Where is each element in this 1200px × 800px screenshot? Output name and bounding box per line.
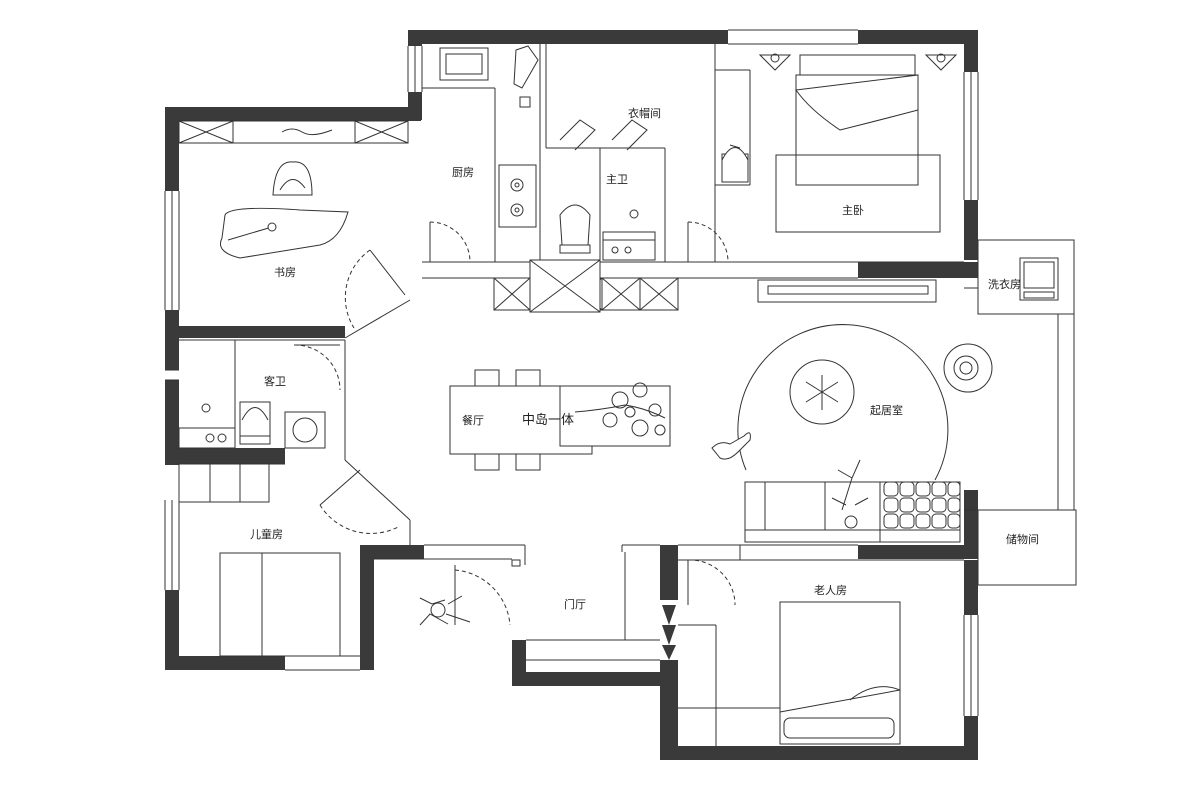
- person-icon: [831, 459, 869, 529]
- label-study: 书房: [274, 266, 296, 279]
- interior-partitions: [164, 29, 1077, 716]
- label-master-bath: 主卫: [606, 173, 628, 186]
- label-island: 中岛一体: [522, 412, 574, 428]
- round-rug-icon: [943, 343, 993, 393]
- dining-furniture: [449, 369, 671, 471]
- label-laundry: 洗衣房: [988, 277, 1021, 291]
- kids-room-furniture: [178, 463, 341, 657]
- label-living: 起居室: [870, 403, 903, 417]
- label-storage: 储物间: [1006, 532, 1039, 546]
- closet-bath-furniture: [559, 119, 656, 261]
- doors: [293, 221, 736, 626]
- room-labels: 书房 厨房 衣帽间 主卫 主卧 洗衣房 客卫 餐厅 中岛一体 起居室 儿童房 储…: [250, 106, 1039, 611]
- asterisk-ornament-icon: [805, 375, 839, 410]
- label-dining: 餐厅: [462, 413, 484, 427]
- entrance-furniture: [419, 559, 676, 660]
- label-guest-bath: 客卫: [264, 374, 286, 388]
- label-master-bedroom: 主卧: [842, 204, 864, 217]
- dog-icon: [711, 432, 751, 460]
- label-kitchen: 厨房: [452, 166, 474, 179]
- living-furniture: [711, 324, 993, 543]
- label-elder-room: 老人房: [814, 584, 847, 597]
- kitchen-furniture: [439, 45, 539, 228]
- label-walkin-closet: 衣帽间: [628, 106, 661, 120]
- cabinets-row: [493, 259, 679, 313]
- pouf-grid: [883, 481, 961, 529]
- plant-icon: [574, 382, 666, 437]
- exterior-walls: [165, 30, 978, 760]
- guest-bath-furniture: [178, 401, 326, 449]
- elder-room-furniture: [678, 601, 901, 746]
- master-bedroom-furniture: [721, 53, 958, 303]
- laundry-furniture: [1019, 257, 1059, 301]
- label-entrance: 门厅: [564, 597, 586, 611]
- walking-person-icon: [419, 595, 471, 626]
- label-kids-room: 儿童房: [250, 527, 283, 541]
- study-furniture: [178, 120, 409, 259]
